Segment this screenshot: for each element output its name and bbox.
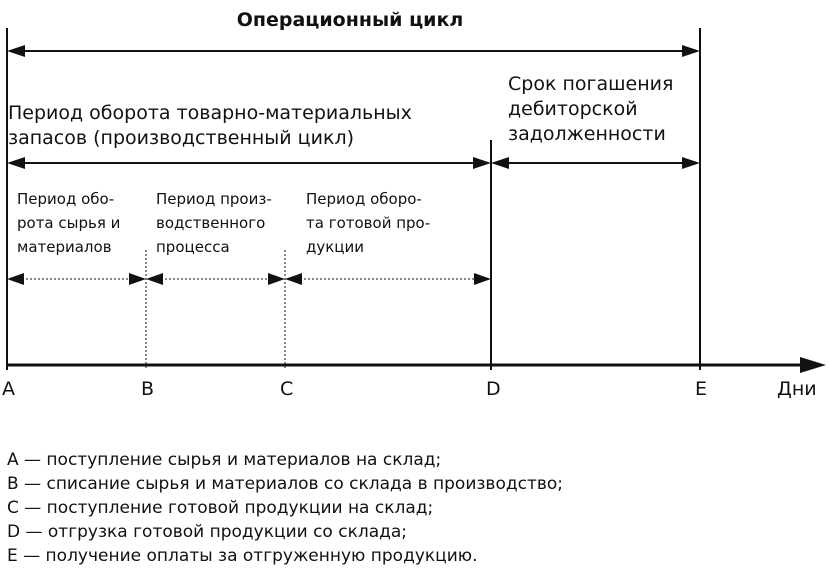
operating-cycle-arrow [7, 45, 700, 57]
production-period-arrow [146, 273, 285, 285]
raw-materials-period-label: Период обо- рота сырья и материалов [17, 190, 121, 256]
raw-materials-period-arrow [7, 273, 146, 285]
legend-item-b: B — списание сырья и материалов со склад… [7, 474, 563, 494]
axis-point-b: B [141, 378, 155, 400]
time-axis [7, 357, 826, 373]
finished-goods-period-arrow [285, 273, 491, 285]
axis-unit-label: Дни [777, 378, 817, 400]
axis-point-c: C [280, 378, 294, 400]
legend-item-e: E — получение оплаты за отгруженную прод… [7, 546, 478, 566]
legend: A — поступление сырья и материалов на ск… [7, 448, 563, 568]
axis-point-a: A [2, 378, 15, 400]
finished-goods-period-label: Период оборо- та готовой про- дукции [306, 190, 431, 256]
inventory-period-arrow [7, 157, 491, 169]
legend-item-d: D — отгрузка готовой продукции со склада… [7, 522, 408, 542]
legend-item-c: C — поступление готовой продукции на скл… [7, 498, 434, 518]
axis-point-d: D [486, 378, 501, 400]
axis-point-e: E [695, 378, 708, 400]
diagram-title: Операционный цикл [236, 9, 464, 31]
receivables-period-label: Срок погашения дебиторской задолженности [508, 73, 674, 145]
production-period-label: Период произ- водственного процесса [156, 190, 272, 256]
receivables-period-arrow [491, 157, 700, 169]
inventory-period-label: Период оборота товарно-материальных запа… [8, 102, 412, 149]
legend-item-a: A — поступление сырья и материалов на ск… [7, 450, 442, 470]
